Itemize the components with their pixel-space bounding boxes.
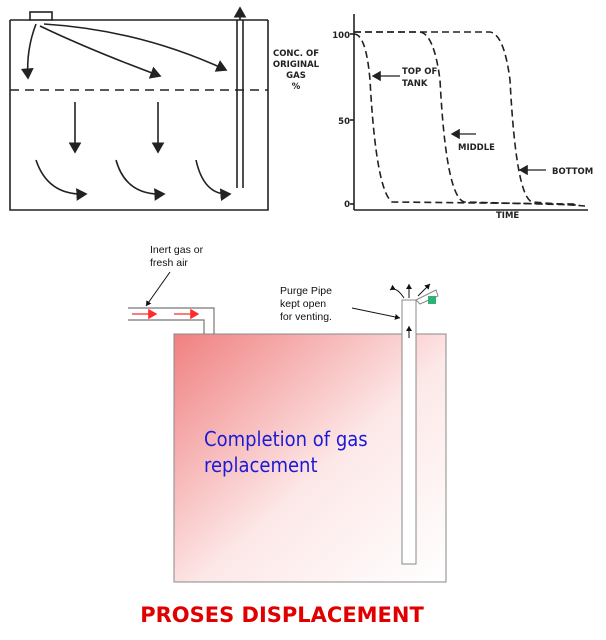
curve-label: TANK: [402, 79, 428, 89]
purge-label-line: kept open: [280, 298, 326, 310]
purge-label-line: for venting.: [280, 311, 332, 323]
caption-line: replacement: [204, 453, 318, 477]
ylabel-line: GAS: [286, 71, 306, 81]
concentration-chart: CONC. OF ORIGINAL GAS % 100 50 0: [273, 14, 593, 221]
bottom-arrow: [195, 159, 232, 202]
curve-top: [353, 33, 576, 205]
tank-walls: [9, 20, 269, 211]
purge-label: Purge Pipe kept open for venting.: [280, 285, 332, 323]
flow-arrow: [20, 23, 37, 80]
y-ticks: 100 50 0: [332, 31, 350, 210]
purge-label-line: Purge Pipe: [280, 285, 332, 297]
inlet-label-line: fresh air: [150, 257, 188, 269]
bottom-arrow: [35, 159, 88, 201]
ylabel-line: %: [292, 82, 301, 92]
purge-pipe: [401, 299, 417, 565]
y-tick-label: 100: [332, 31, 350, 41]
curves: [353, 31, 586, 207]
y-tick-label: 50: [338, 117, 350, 127]
inlet-nozzle: [29, 11, 53, 21]
y-tick-label: 0: [344, 200, 350, 210]
curve-label: BOTTOM: [552, 167, 593, 177]
displacement-diagram: Inert gas or fresh air Purge Pipe kept o…: [128, 244, 447, 583]
tank-sketch: [9, 6, 269, 211]
inlet-label: Inert gas or fresh air: [150, 244, 204, 269]
inlet-pipe: [128, 307, 215, 334]
chart-axes: [350, 14, 588, 211]
vent-arrow: [417, 283, 431, 297]
ylabel-line: CONC. OF: [273, 49, 319, 59]
caption-line: Completion of gas: [204, 427, 368, 451]
y-axis-label: CONC. OF ORIGINAL GAS %: [273, 49, 320, 92]
inlet-label-leader: [145, 271, 171, 307]
curve-middle: [354, 31, 581, 206]
label-leaders: [371, 70, 546, 176]
flow-arrow: [39, 25, 162, 79]
valve-flap: [415, 289, 439, 305]
purge-label-leader: [351, 307, 401, 320]
valve-marker: [428, 296, 436, 304]
bottom-arrow: [115, 159, 166, 201]
curve-label: MIDDLE: [458, 143, 495, 153]
page-title: PROSES DISPLACEMENT: [140, 603, 424, 627]
ylabel-line: ORIGINAL: [273, 60, 320, 70]
caption: Completion of gas replacement: [204, 427, 368, 477]
curve-label: TOP OF: [402, 67, 437, 77]
x-axis-label: TIME: [496, 211, 519, 221]
curve-bottom: [354, 31, 586, 207]
inlet-label-line: Inert gas or: [150, 244, 204, 256]
vent-arrow: [389, 284, 405, 299]
curve-labels: TOP OF TANK MIDDLE BOTTOM: [402, 67, 593, 177]
tank-body: [173, 333, 447, 583]
flow-arrow: [43, 23, 228, 72]
